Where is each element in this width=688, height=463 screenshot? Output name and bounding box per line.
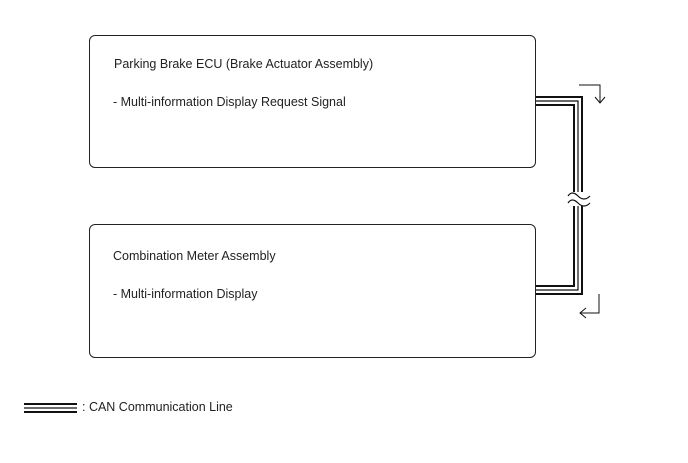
arrow-left-icon xyxy=(579,294,600,319)
receiver-signal-label: - Multi-information Display xyxy=(113,287,258,301)
legend-label: : CAN Communication Line xyxy=(82,400,233,414)
sender-signal-label: - Multi-information Display Request Sign… xyxy=(113,95,346,109)
line-break-mark xyxy=(566,192,591,207)
receiver-meter-title: Combination Meter Assembly xyxy=(113,249,276,263)
sender-ecu-box xyxy=(89,35,536,168)
sender-ecu-title: Parking Brake ECU (Brake Actuator Assemb… xyxy=(114,57,374,71)
arrow-down-icon xyxy=(579,84,606,104)
legend-can-line-icon xyxy=(24,403,77,413)
receiver-meter-box xyxy=(89,224,536,358)
